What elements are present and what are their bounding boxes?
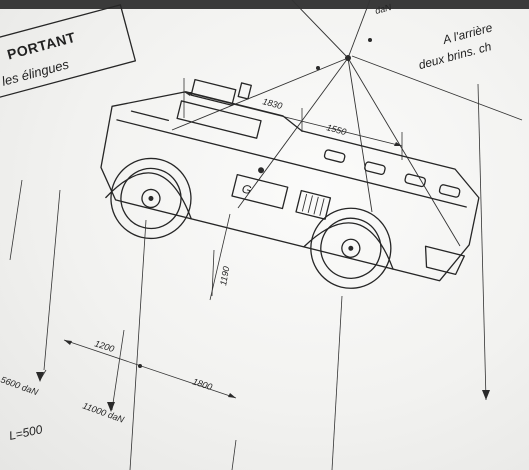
notes-block: A l'arrière deux brins. ch	[417, 20, 494, 72]
top-edge-bar	[0, 0, 529, 9]
rear-wheel	[310, 207, 392, 289]
rear-load-label: 11000 daN	[81, 400, 126, 424]
projection-lines	[9, 179, 343, 470]
dim-bottom-right: 1800	[191, 376, 213, 392]
hatch-letter: G	[240, 181, 252, 197]
length-label: L=500	[8, 422, 44, 443]
dim-top-right: 1550	[325, 122, 347, 137]
dim-top-left: 1830	[261, 96, 283, 111]
armored-vehicle: G	[100, 78, 480, 289]
top-load-label: daN	[374, 2, 393, 16]
bottom-dimension: 1200 1800	[63, 338, 237, 399]
dim-height: 1190	[218, 266, 231, 287]
important-header-box: PORTANT r les élingues	[0, 4, 137, 101]
height-dimension: 1190	[209, 213, 231, 301]
front-wheel	[110, 157, 192, 240]
front-load-label: 5600 daN	[0, 374, 40, 397]
dim-bottom-left: 1200	[93, 338, 115, 354]
lift-point	[345, 55, 351, 61]
sling-lines	[171, 0, 461, 247]
